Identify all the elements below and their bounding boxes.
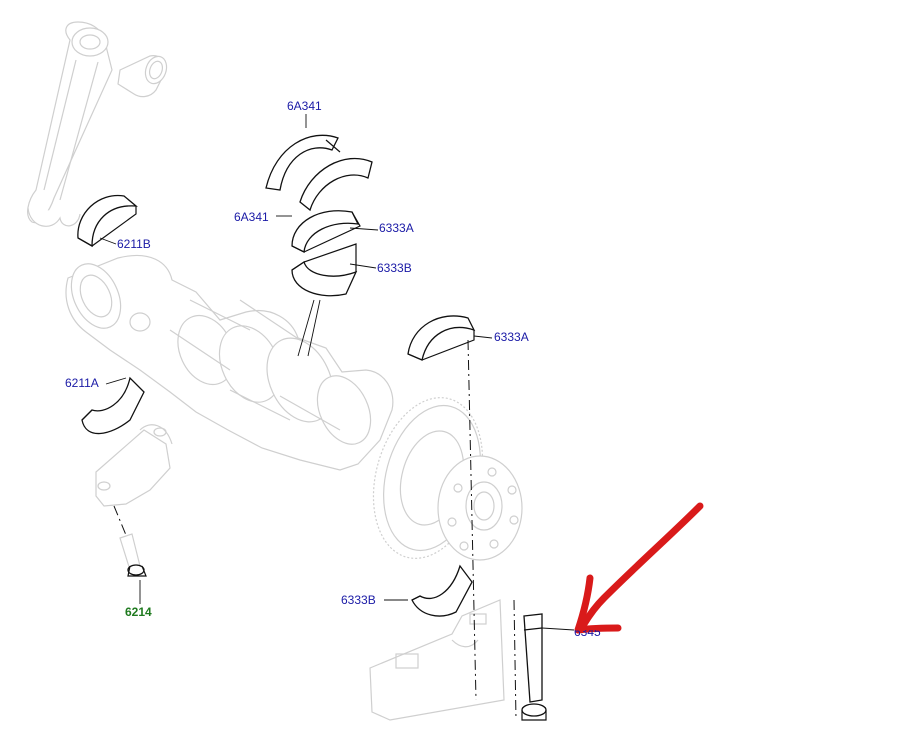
crankshaft	[65, 254, 394, 471]
part-label-6333A-right[interactable]: 6333A	[494, 330, 529, 344]
part-label-6333A-top[interactable]: 6333A	[379, 221, 414, 235]
main-bearing-upper-pair	[291, 210, 361, 357]
thrust-washer-upper	[265, 134, 373, 212]
leader-6333B-top	[349, 263, 377, 269]
connecting-rod	[27, 21, 113, 227]
red-arrow-icon	[574, 502, 704, 634]
main-bearing-lower	[411, 564, 473, 617]
centerline-bolt	[513, 599, 517, 721]
part-label-6211B[interactable]: 6211B	[117, 237, 151, 251]
piston-pin-bushing	[117, 55, 168, 98]
leader-6211A	[105, 377, 127, 385]
crankshaft-gear	[372, 397, 523, 561]
centerline-upper	[467, 339, 477, 701]
leader-6211B	[99, 237, 117, 245]
part-label-6A341-mid[interactable]: 6A341	[234, 210, 269, 224]
leader-6333A-right	[473, 335, 493, 339]
part-label-6214[interactable]: 6214	[125, 605, 152, 619]
part-label-6345[interactable]: 6345	[574, 625, 601, 639]
part-label-6333B-top[interactable]: 6333B	[377, 261, 412, 275]
leader-6333A-top	[349, 227, 379, 231]
part-label-6333B-bottom[interactable]: 6333B	[341, 593, 376, 607]
part-label-6211A[interactable]: 6211A	[65, 376, 99, 390]
rod-bolt	[113, 505, 147, 604]
main-bearing-upper-right	[407, 315, 476, 361]
rod-bearing-upper	[77, 194, 138, 248]
main-bearing-cap	[369, 599, 505, 721]
main-bearing-bolt	[521, 613, 575, 721]
rod-cap	[95, 424, 173, 507]
rod-bearing-lower	[81, 376, 145, 435]
part-label-6A341-top[interactable]: 6A341	[287, 99, 322, 113]
